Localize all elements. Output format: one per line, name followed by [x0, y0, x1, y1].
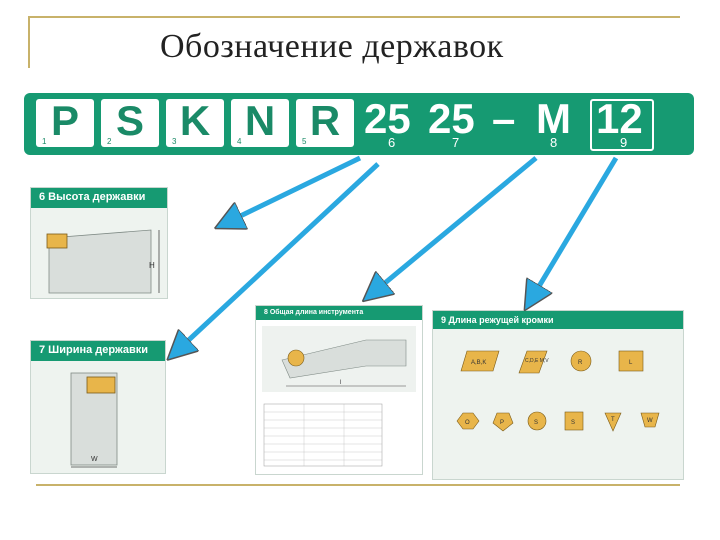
arrow-to-height-panel [228, 155, 362, 222]
insert-round-icon [570, 350, 592, 372]
panel-holder-width: 7 Ширина державки W [30, 340, 166, 474]
insert-label: S [534, 420, 538, 426]
insert-square-icon [564, 411, 584, 431]
insert-rectangle-icon [618, 350, 644, 372]
panel-overall-length: 8 Общая длина инструмента l [255, 305, 423, 475]
frame-left-line [28, 16, 30, 68]
insert-label: L [629, 360, 633, 366]
insert-label: S [571, 420, 575, 426]
insert-round-icon [527, 411, 547, 431]
insert-label: O [465, 420, 470, 426]
code-box-3: K 3 [166, 97, 224, 147]
insert-pentagon-icon [492, 412, 514, 432]
length-drawing: l [262, 326, 416, 467]
height-drawing: H [46, 229, 160, 294]
code-position: 6 [388, 135, 396, 150]
code-box-9 [590, 99, 654, 151]
code-box-4: N 4 [231, 97, 289, 147]
insert-octagon-icon [456, 412, 480, 430]
code-position: 2 [107, 137, 112, 146]
code-dash: – [492, 95, 516, 142]
code-position: 4 [237, 137, 242, 146]
panel-title: 7 Ширина державки [39, 344, 149, 356]
insert-shapes-drawing: A,B,K C,D,E M,V R L O P S S T W [456, 350, 660, 432]
panel-header: 6 Высота державки [31, 188, 167, 208]
page-title: Обозначение державок [160, 28, 504, 65]
insert-label: R [578, 360, 583, 366]
frame-bottom-line [36, 484, 680, 486]
code-letter: P [50, 97, 79, 144]
code-letter: N [244, 97, 276, 144]
insert-rhombic-icon [460, 350, 500, 372]
insert-diamond-icon [518, 350, 548, 374]
insert-label: C,D,E M,V [525, 358, 549, 364]
code-width-value: 25 [428, 95, 475, 142]
code-box-1: P 1 [36, 97, 94, 147]
code-box-5: R 5 [296, 97, 354, 147]
panel-title: 6 Высота державки [39, 191, 146, 203]
code-position: 3 [172, 137, 177, 146]
panel-holder-height: 6 Высота державки H [30, 187, 168, 299]
code-position: 7 [452, 135, 460, 150]
arrow-to-length-panel [374, 156, 538, 292]
panel-header: 8 Общая длина инструмента [256, 306, 422, 320]
arrow-to-edge-panel [532, 156, 619, 298]
code-length-letter: M [536, 95, 571, 142]
length-label: l [340, 380, 341, 386]
insert-triangle-icon [604, 412, 622, 432]
code-height-value: 25 [364, 95, 411, 142]
code-letter: K [179, 97, 211, 144]
panel-header: 7 Ширина державки [31, 341, 165, 361]
width-drawing: W [70, 372, 118, 468]
code-position: 9 [620, 135, 628, 150]
designation-code-bar: P 1 S 2 K 3 N 4 R 5 25 6 25 7 – M 8 12 9 [24, 93, 694, 155]
width-label: W [91, 456, 98, 463]
insert-label: T [611, 417, 615, 423]
panel-title: 9 Длина режущей кромки [441, 315, 554, 325]
insert-label: A,B,K [471, 360, 486, 366]
height-label: H [149, 261, 155, 270]
code-box-2: S 2 [101, 97, 159, 147]
panel-title: 8 Общая длина инструмента [264, 309, 364, 316]
insert-label: P [500, 420, 504, 426]
code-letter: R [309, 97, 341, 144]
code-position: 1 [42, 137, 47, 146]
panel-cutting-edge-length: 9 Длина режущей кромки A,B,K C,D,E M,V R… [432, 310, 684, 480]
insert-label: W [647, 418, 653, 424]
insert-trigon-icon [640, 412, 660, 428]
code-position: 5 [302, 137, 307, 146]
frame-top-line [28, 16, 680, 18]
panel-header: 9 Длина режущей кромки [433, 311, 683, 329]
code-letter: S [115, 97, 144, 144]
code-position: 8 [550, 135, 558, 150]
code-edge-value: 12 [596, 95, 643, 142]
